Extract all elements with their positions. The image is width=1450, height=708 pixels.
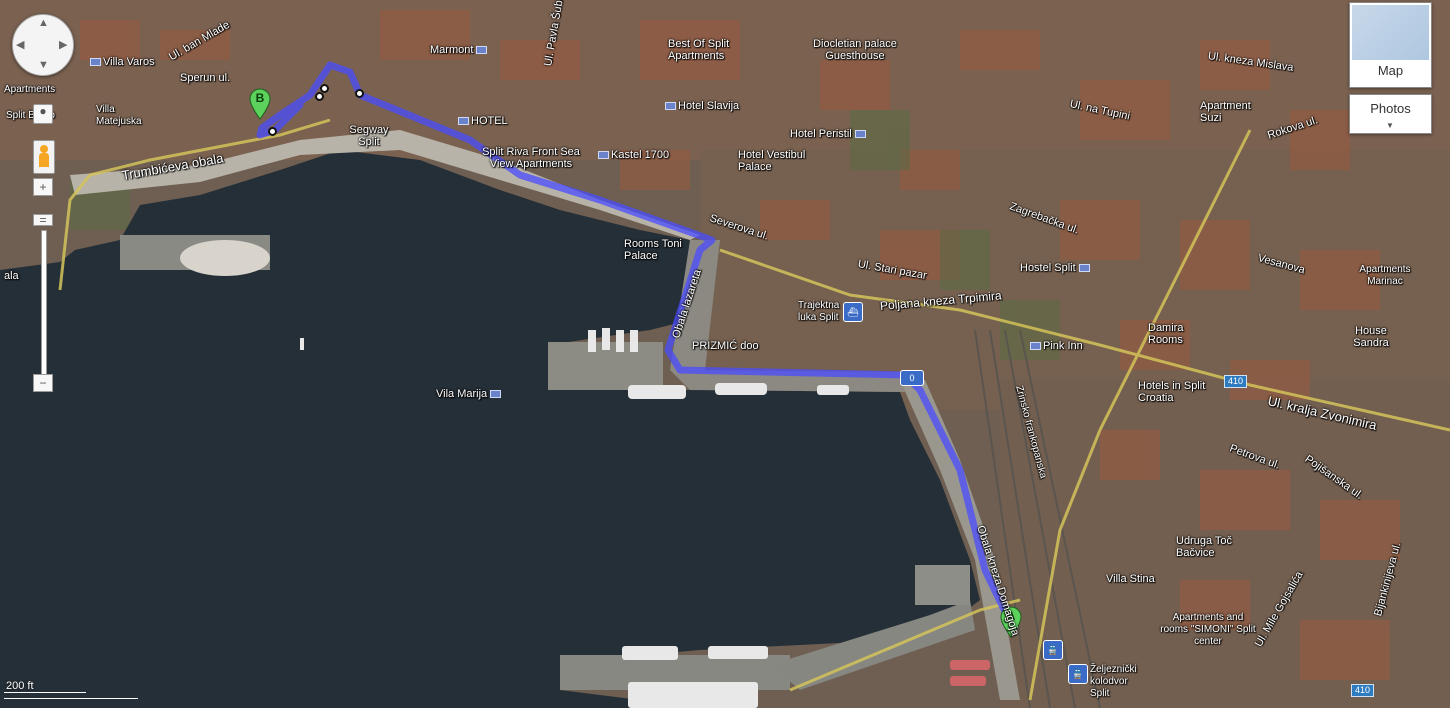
route-waypoint[interactable] <box>315 92 324 101</box>
route-waypoint[interactable] <box>355 89 364 98</box>
poi-label[interactable]: Segway Split <box>349 124 389 148</box>
highway-shield: 410 <box>1351 684 1375 697</box>
poi-label[interactable]: Trajektna luka Split <box>798 300 840 323</box>
zoom-out-button[interactable]: − <box>33 374 53 392</box>
poi-label[interactable]: Rooms Toni Palace <box>624 238 682 262</box>
map-thumbnail <box>1352 5 1429 60</box>
scale-bar <box>4 692 86 694</box>
hotel-icon <box>665 102 676 111</box>
marker-letter-a: A <box>1006 609 1016 623</box>
photos-label: Photos <box>1370 101 1411 116</box>
poi-label[interactable]: Diocletian palace Guesthouse <box>813 38 897 62</box>
poi-label[interactable]: HOTEL <box>458 115 508 127</box>
scale-bar <box>4 698 138 700</box>
hotel-icon <box>598 151 609 160</box>
pan-down-icon[interactable]: ▼ <box>38 59 49 71</box>
poi-label[interactable]: Apartment Suzi <box>1200 100 1251 124</box>
destination-marker[interactable]: B <box>249 88 271 120</box>
poi-label[interactable]: Marmont <box>430 44 489 56</box>
turn-icon: 0 <box>900 370 924 386</box>
pegman-head-icon <box>40 145 48 153</box>
hotel-icon <box>1078 264 1090 273</box>
poi-label[interactable]: Pink Inn <box>1030 340 1083 352</box>
hotel-icon <box>490 390 502 399</box>
pan-control[interactable]: ▲ ▼ ◀ ▶ <box>12 14 74 76</box>
hotel-icon <box>854 130 866 139</box>
poi-label[interactable]: House Sandra <box>1353 325 1389 349</box>
poi-label[interactable]: Best Of Split Apartments <box>668 38 730 62</box>
poi-label[interactable]: Split Riva Front Sea View Apartments <box>482 146 580 170</box>
poi-label[interactable]: Hotel Vestibul Palace <box>738 149 806 173</box>
poi-label[interactable]: Hotels in Split Croatia <box>1138 380 1206 404</box>
poi-label[interactable]: Apartments and rooms "SIMONI" Split cent… <box>1160 612 1256 647</box>
poi-label[interactable]: Split Bruno <box>6 110 55 121</box>
poi-label[interactable]: Vila Marija <box>436 388 503 400</box>
start-marker[interactable]: A <box>1000 606 1022 638</box>
street-label: ala <box>4 270 19 282</box>
poi-label[interactable]: Damira Rooms <box>1148 322 1184 346</box>
hotel-icon <box>90 58 101 67</box>
train-station-icon[interactable]: 🚆 <box>1043 640 1063 660</box>
poi-label[interactable]: Kastel 1700 <box>598 149 669 161</box>
pan-right-icon[interactable]: ▶ <box>59 39 68 51</box>
map-type-toggle[interactable]: Map <box>1349 2 1432 88</box>
hotel-icon <box>476 46 488 55</box>
map-type-label: Map <box>1377 63 1404 78</box>
train-station-icon[interactable]: 🚆 <box>1068 664 1088 684</box>
zoom-in-button[interactable]: + <box>33 178 53 196</box>
poi-label[interactable]: Villa Varos <box>90 56 155 68</box>
street-view-pegman[interactable] <box>33 140 55 174</box>
poi-label[interactable]: Apartments <box>4 84 56 95</box>
location-button[interactable]: ● <box>33 104 53 124</box>
poi-label[interactable]: Villa Stina <box>1106 573 1155 585</box>
route-waypoint[interactable] <box>320 84 329 93</box>
poi-label[interactable]: PRIZMIĆ doo <box>692 340 759 352</box>
pan-left-icon[interactable]: ◀ <box>16 39 25 51</box>
pan-up-icon[interactable]: ▲ <box>38 17 49 29</box>
hotel-icon <box>1030 342 1041 351</box>
ferry-icon[interactable]: ⛴ <box>843 302 863 322</box>
poi-label[interactable]: Apartments Marinac <box>1359 264 1411 287</box>
photos-button[interactable]: Photos ▼ <box>1349 94 1432 134</box>
poi-label[interactable]: Hotel Slavija <box>665 100 739 112</box>
marker-letter-b: B <box>255 91 265 105</box>
zoom-slider-track[interactable] <box>41 230 47 378</box>
poi-label[interactable]: Hostel Split <box>1020 262 1092 274</box>
poi-label[interactable]: Udruga Toč Bačvice <box>1176 535 1233 559</box>
street-label: Sperun ul. <box>180 72 231 84</box>
chevron-down-icon: ▼ <box>1386 121 1394 130</box>
highway-shield: 410 <box>1224 375 1248 388</box>
route-waypoint[interactable] <box>268 127 277 136</box>
zoom-slider-handle[interactable]: = <box>33 214 53 226</box>
poi-label[interactable]: Villa Matejuska <box>96 104 142 127</box>
hotel-icon <box>458 117 469 126</box>
poi-label[interactable]: Hotel Peristil <box>790 128 868 140</box>
scale-label: 200 ft <box>6 680 34 692</box>
poi-label[interactable]: Željeznički kolodvor Split <box>1090 664 1137 699</box>
pegman-body-icon <box>39 153 49 167</box>
